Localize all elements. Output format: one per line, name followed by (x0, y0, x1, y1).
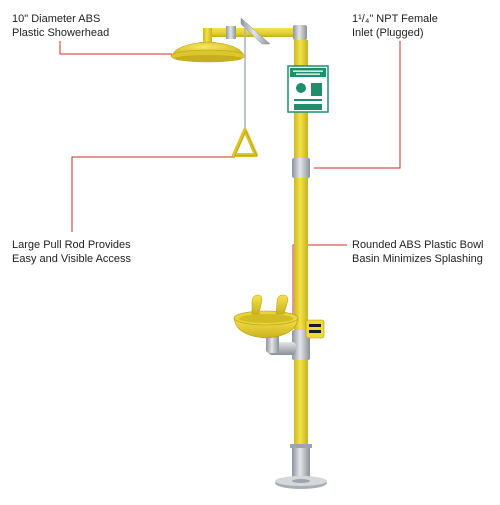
callout-showerhead: 10" Diameter ABS Plastic Showerhead (12, 12, 109, 40)
callout-pull-rod-line2: Easy and Visible Access (12, 253, 132, 265)
callout-pull-rod-line1: Large Pull Rod Provides (12, 239, 131, 251)
callout-bowl: Rounded ABS Plastic Bowl Basin Minimizes… (352, 238, 483, 266)
leader-lines (59, 41, 401, 318)
emergency-shower-sign-icon (287, 65, 329, 113)
pull-rod (232, 17, 271, 157)
callout-bowl-line2: Basin Minimizes Splashing (352, 253, 483, 265)
leader-line-inlet (314, 41, 401, 169)
leader-line-pull-rod (71, 156, 235, 232)
showerhead (170, 41, 246, 63)
leader-line-showerhead (59, 41, 172, 55)
eyewash-bowl (233, 294, 325, 355)
main-vertical-pipe (292, 40, 310, 450)
eyewash-push-label-icon (305, 319, 325, 339)
callout-inlet: 1¹/₄" NPT Female Inlet (Plugged) (352, 12, 438, 40)
callout-inlet-line2: Inlet (Plugged) (352, 27, 424, 39)
callout-showerhead-line2: Plastic Showerhead (12, 27, 110, 39)
pull-handle (232, 128, 258, 157)
callout-pull-rod: Large Pull Rod Provides Easy and Visible… (12, 238, 131, 266)
callout-inlet-line1: 1¹/₄" NPT Female (352, 13, 438, 25)
callout-bowl-line1: Rounded ABS Plastic Bowl (352, 239, 484, 251)
callout-showerhead-line1: 10" Diameter ABS (12, 13, 101, 25)
floor-flange (275, 444, 327, 489)
leader-line-bowl (292, 244, 347, 318)
